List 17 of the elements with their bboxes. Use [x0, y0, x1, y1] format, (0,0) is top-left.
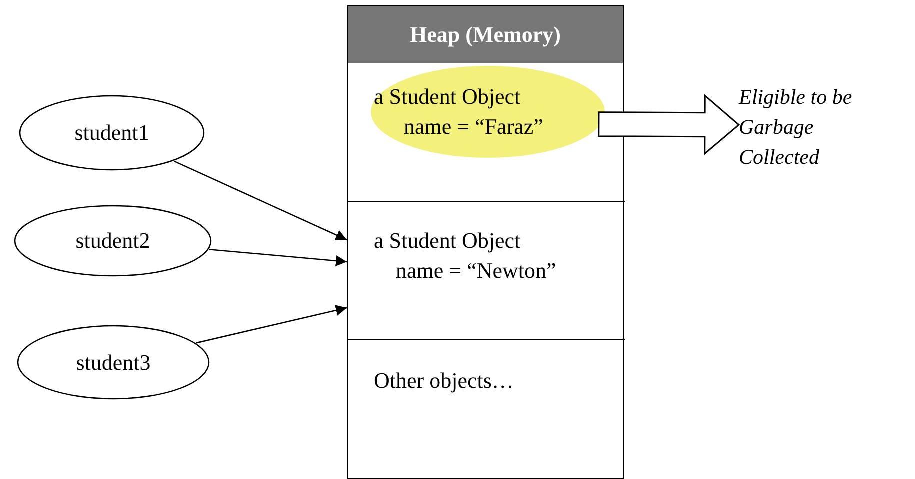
variable-ellipse: [17, 325, 210, 400]
variable-name: student2: [76, 228, 150, 254]
heap-box: [347, 5, 624, 479]
variable-name: student3: [76, 350, 151, 376]
arrow: [209, 248, 348, 266]
variable-ellipse: [14, 205, 212, 277]
note-text: Eligible to be Garbage Collected: [739, 84, 854, 171]
object-text: Other objects…: [374, 367, 515, 395]
variable-ellipse: [19, 95, 205, 171]
object-text: a Student Object name = “Faraz”: [374, 83, 544, 141]
hollow-arrow: [598, 94, 740, 156]
object-text: a Student Object name = “Newton”: [374, 227, 558, 285]
heap-header: Heap (Memory): [348, 6, 623, 63]
arrow: [196, 305, 348, 344]
arrow: [174, 160, 348, 241]
variable-name: student1: [74, 120, 150, 146]
highlight-ellipse: [371, 66, 605, 158]
